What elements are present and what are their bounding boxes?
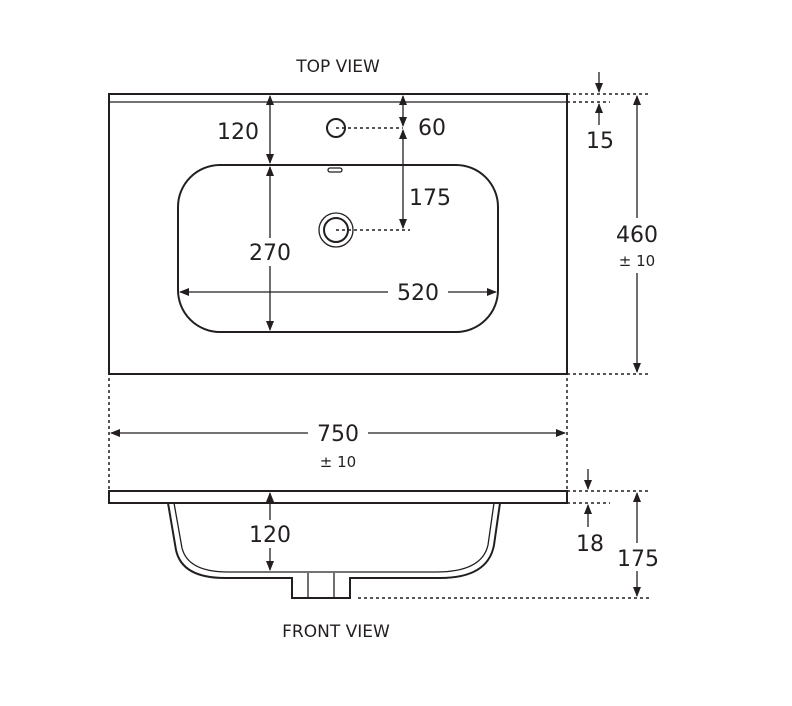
waste-outer xyxy=(318,212,354,248)
front-view-title: FRONT VIEW xyxy=(282,622,390,642)
dim-460-tolerance: ± 10 xyxy=(619,252,655,270)
dim-120-label: 120 xyxy=(217,120,259,145)
bowl-inner xyxy=(173,502,495,573)
top-view: 120 270 60 175 520 15 460 ± 10 xyxy=(108,72,664,375)
dim-750-tolerance: ± 10 xyxy=(320,453,356,471)
dim-175-height-label: 175 xyxy=(617,547,659,572)
dim-18-label: 18 xyxy=(576,532,604,557)
top-view-title: TOP VIEW xyxy=(295,57,380,77)
front-dim-120-label: 120 xyxy=(249,523,291,548)
overall-width-dimension: 750 ± 10 xyxy=(108,378,568,490)
overflow-slot xyxy=(327,167,343,173)
basin-outline xyxy=(177,164,499,333)
dim-270-label: 270 xyxy=(249,241,291,266)
bowl-outer xyxy=(167,502,501,599)
dim-460-label: 460 xyxy=(616,223,658,248)
dim-175-label: 175 xyxy=(409,186,451,211)
front-view: 120 18 175 xyxy=(108,469,664,599)
dim-15-label: 15 xyxy=(586,129,614,154)
dim-750-label: 750 xyxy=(317,422,359,447)
dim-520-label: 520 xyxy=(397,281,439,306)
slab-outline xyxy=(108,490,568,504)
countertop-outline xyxy=(108,93,568,375)
dim-60-label: 60 xyxy=(418,116,446,141)
